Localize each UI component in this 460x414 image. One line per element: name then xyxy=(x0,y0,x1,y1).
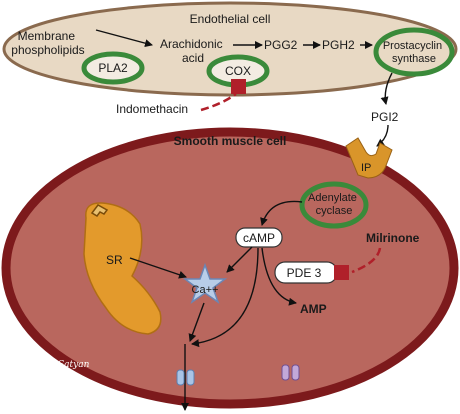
arrow-camp-to-efflux xyxy=(191,247,259,348)
indomethacin-label: Indomethacin xyxy=(116,102,188,116)
pgg2-label: PGG2 xyxy=(264,38,298,52)
milrinone-inhibition-line xyxy=(351,247,382,274)
arrow-synthase-to-pgi2 xyxy=(380,72,393,105)
pde3-inhibitor-block xyxy=(334,265,349,280)
indomethacin-inhibition-line xyxy=(200,92,237,112)
arrow-calcium-to-efflux xyxy=(188,302,205,342)
arrow-membrane-to-arachidonic xyxy=(95,29,153,48)
membrane-phospholipids-label: Membrane phospholipids xyxy=(11,29,84,57)
cox-inhibitor-block xyxy=(231,79,246,94)
membrane-channel-purple xyxy=(281,364,300,381)
arrow-camp-to-amp xyxy=(261,247,297,306)
arrow-adenylate-to-camp xyxy=(260,200,303,226)
camp-label: cAMP xyxy=(243,231,275,245)
calcium-star xyxy=(182,262,228,304)
arachidonic-acid-label: Arachidonic acid xyxy=(160,37,226,65)
sr-label: SR xyxy=(106,253,123,267)
adenylate-cyclase-enzyme xyxy=(299,181,369,229)
arrow-pgi2-to-ip xyxy=(376,124,389,147)
prostacyclin-synthase-label: Prostacyclin synthase xyxy=(383,40,445,65)
cox-label: COX xyxy=(225,64,251,78)
arrow-camp-to-calcium xyxy=(226,246,253,273)
endothelial-cell-title: Endothelial cell xyxy=(190,12,271,26)
sr-channel xyxy=(90,204,109,217)
ip-label: IP xyxy=(361,162,371,174)
adenylate-cyclase-label: Adenylate cyclase xyxy=(308,192,360,217)
arrow-sr-to-calcium xyxy=(129,257,187,279)
prostacyclin-synthase-enzyme xyxy=(373,27,455,77)
pla2-label: PLA2 xyxy=(98,61,128,75)
camp-node xyxy=(235,227,283,248)
pgh2-label: PGH2 xyxy=(322,38,355,52)
pla2-enzyme xyxy=(81,51,145,85)
pde3-label: PDE 3 xyxy=(287,266,322,280)
milrinone-label: Milrinone xyxy=(366,231,420,245)
calcium-label: Ca++ xyxy=(192,284,219,296)
ip-receptor xyxy=(345,137,393,179)
artist-signature: Satyan xyxy=(58,360,90,370)
smooth-muscle-cell-title: Smooth muscle cell xyxy=(174,134,287,148)
amp-label: AMP xyxy=(300,302,327,316)
pgi2-label: PGI2 xyxy=(371,110,399,124)
sarcoplasmic-reticulum xyxy=(83,202,162,335)
calcium-channel-blue xyxy=(176,369,195,386)
